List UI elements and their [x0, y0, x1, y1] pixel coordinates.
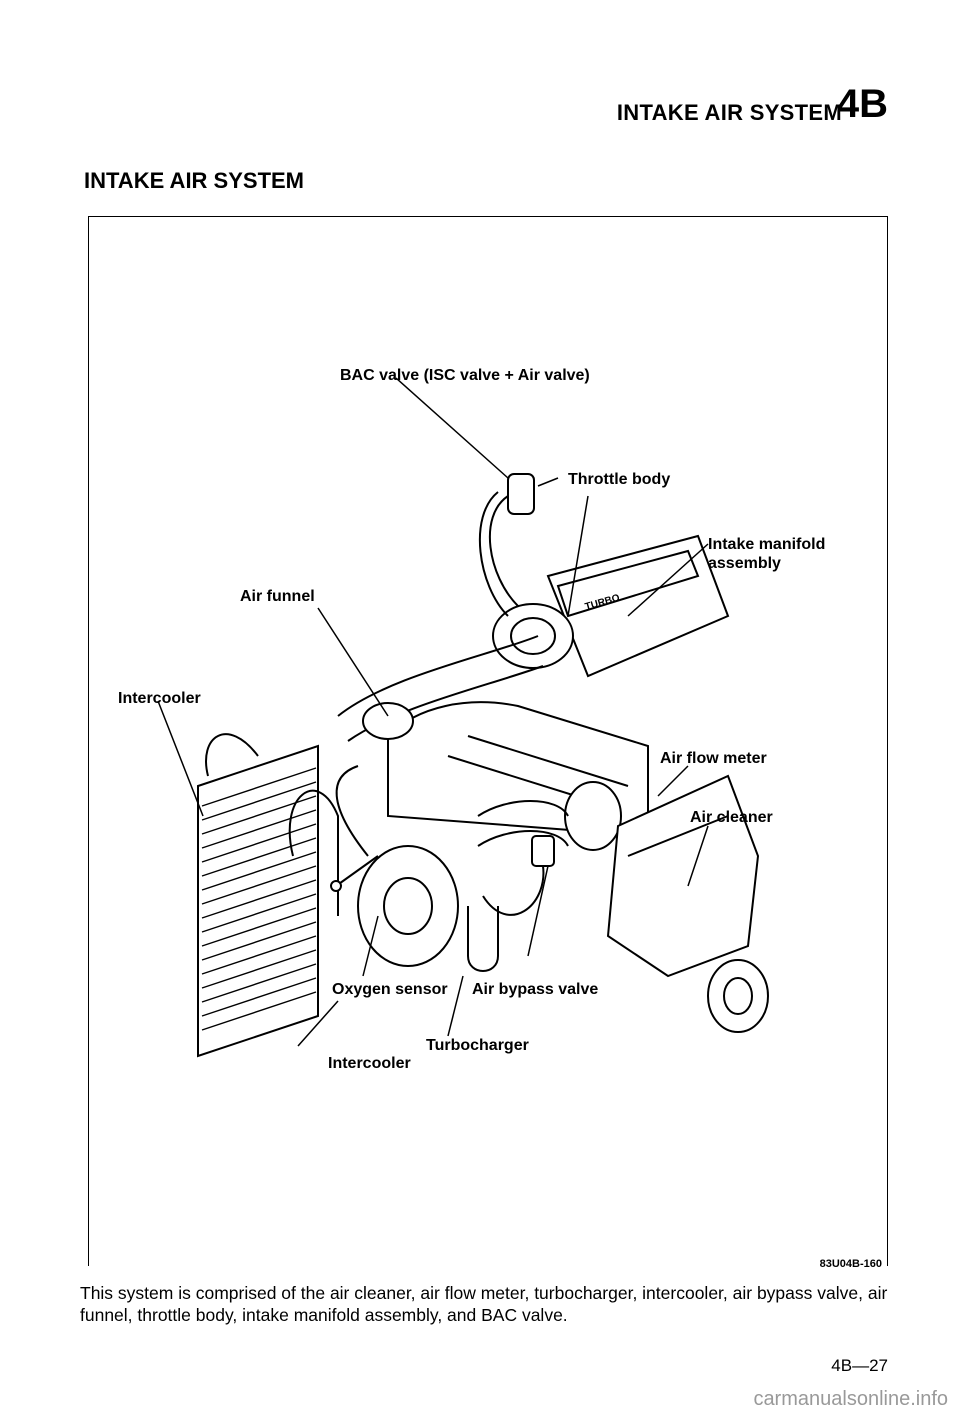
oxygen-sensor-part: [330, 855, 379, 892]
air-funnel-part: [337, 635, 544, 742]
label-intake-manifold: Intake manifold: [708, 536, 825, 553]
label-air-funnel: Air funnel: [240, 588, 315, 605]
leader-lines: [157, 377, 709, 1047]
label-intercooler-top: Intercooler: [118, 690, 201, 707]
page-number: 4B—27: [831, 1356, 888, 1375]
watermark: carmanualsonline.info: [753, 1388, 948, 1410]
throttle-body-part: [492, 603, 574, 669]
label-air-cleaner: Air cleaner: [690, 809, 773, 826]
label-throttle-body: Throttle body: [568, 471, 670, 488]
air-cleaner-part: [606, 774, 769, 1033]
section-badge: 4B: [836, 82, 888, 126]
figure-frame: [88, 216, 888, 1266]
figure-code: 83U04B-160: [819, 1258, 882, 1270]
callout-labels: BAC valve (ISC valve + Air valve) Thrott…: [118, 367, 825, 1072]
label-air-flow-meter: Air flow meter: [660, 750, 767, 767]
label-bac-valve: BAC valve (ISC valve + Air valve): [340, 367, 590, 384]
air-flow-meter-part: [477, 781, 622, 851]
intercooler-unit: [197, 733, 339, 1058]
label-oxygen-sensor: Oxygen sensor: [332, 981, 448, 998]
label-intercooler-bottom: Intercooler: [328, 1055, 411, 1072]
air-bypass-valve-part: [467, 835, 555, 972]
label-intake-manifold-assembly: assembly: [708, 555, 781, 572]
section-heading: INTAKE AIR SYSTEM: [84, 168, 305, 193]
header-title: INTAKE AIR SYSTEM: [616, 100, 842, 125]
bac-valve-part: [478, 473, 535, 617]
figure-caption: This system is comprised of the air clea…: [80, 1283, 888, 1325]
intake-system-diagram: TURBO: [118, 367, 825, 1072]
label-turbocharger: Turbocharger: [426, 1037, 529, 1054]
turbocharger-part: [335, 765, 459, 967]
label-air-bypass-valve: Air bypass valve: [472, 981, 598, 998]
